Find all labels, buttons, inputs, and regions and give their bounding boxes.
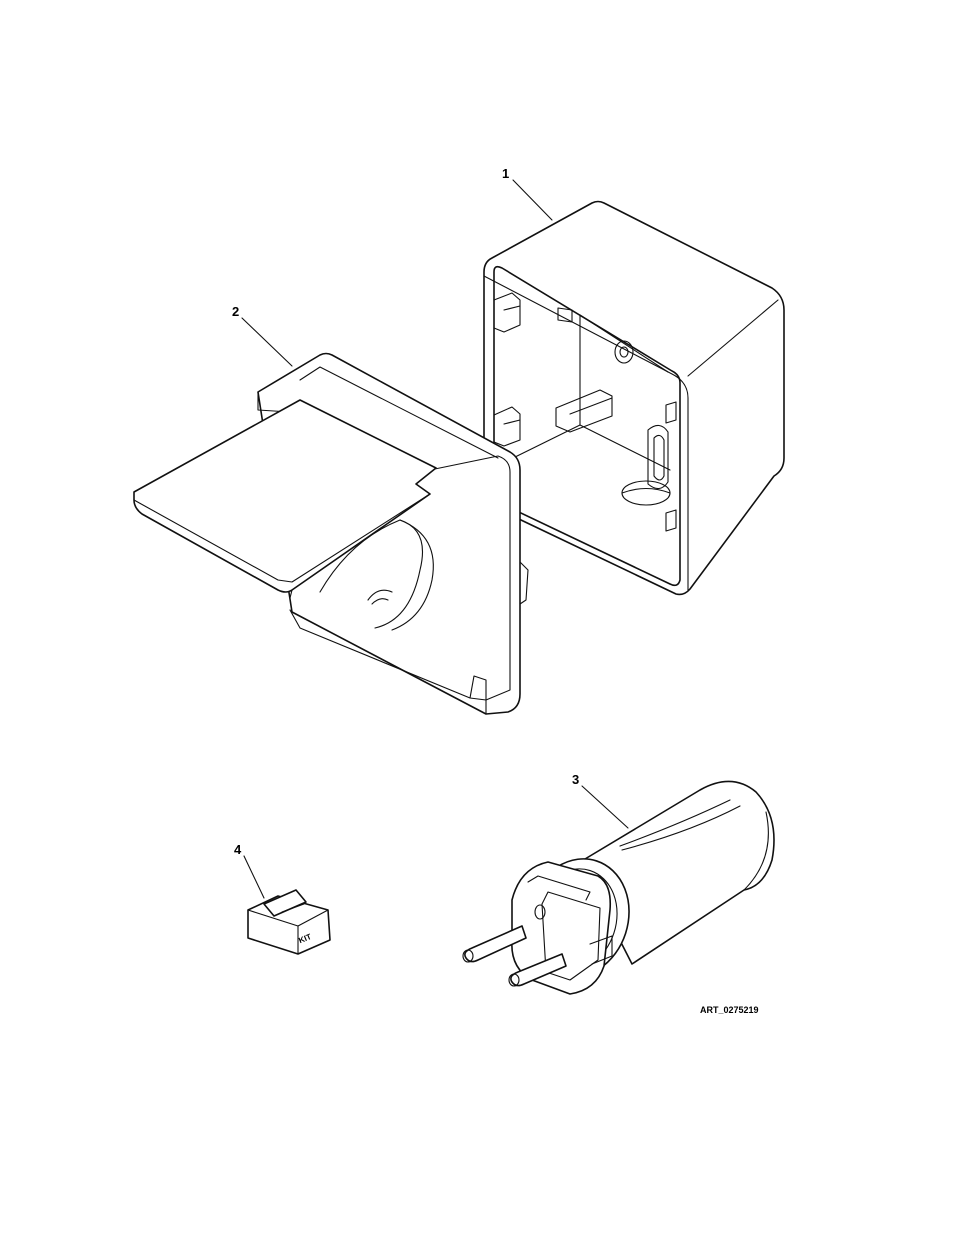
socket-outlet bbox=[134, 354, 528, 715]
leader-line-3 bbox=[582, 786, 628, 828]
mounting-box bbox=[484, 202, 784, 595]
leader-line-4 bbox=[244, 856, 264, 898]
callout-4: 4 bbox=[234, 842, 242, 857]
art-id: ART_0275219 bbox=[700, 1005, 759, 1015]
leader-line-2 bbox=[242, 318, 292, 366]
leader-line-1 bbox=[513, 180, 552, 220]
callout-3: 3 bbox=[572, 772, 579, 787]
kit-box: KIT bbox=[248, 890, 330, 954]
callout-1: 1 bbox=[502, 166, 509, 181]
plug bbox=[463, 781, 774, 994]
callout-2: 2 bbox=[232, 304, 239, 319]
